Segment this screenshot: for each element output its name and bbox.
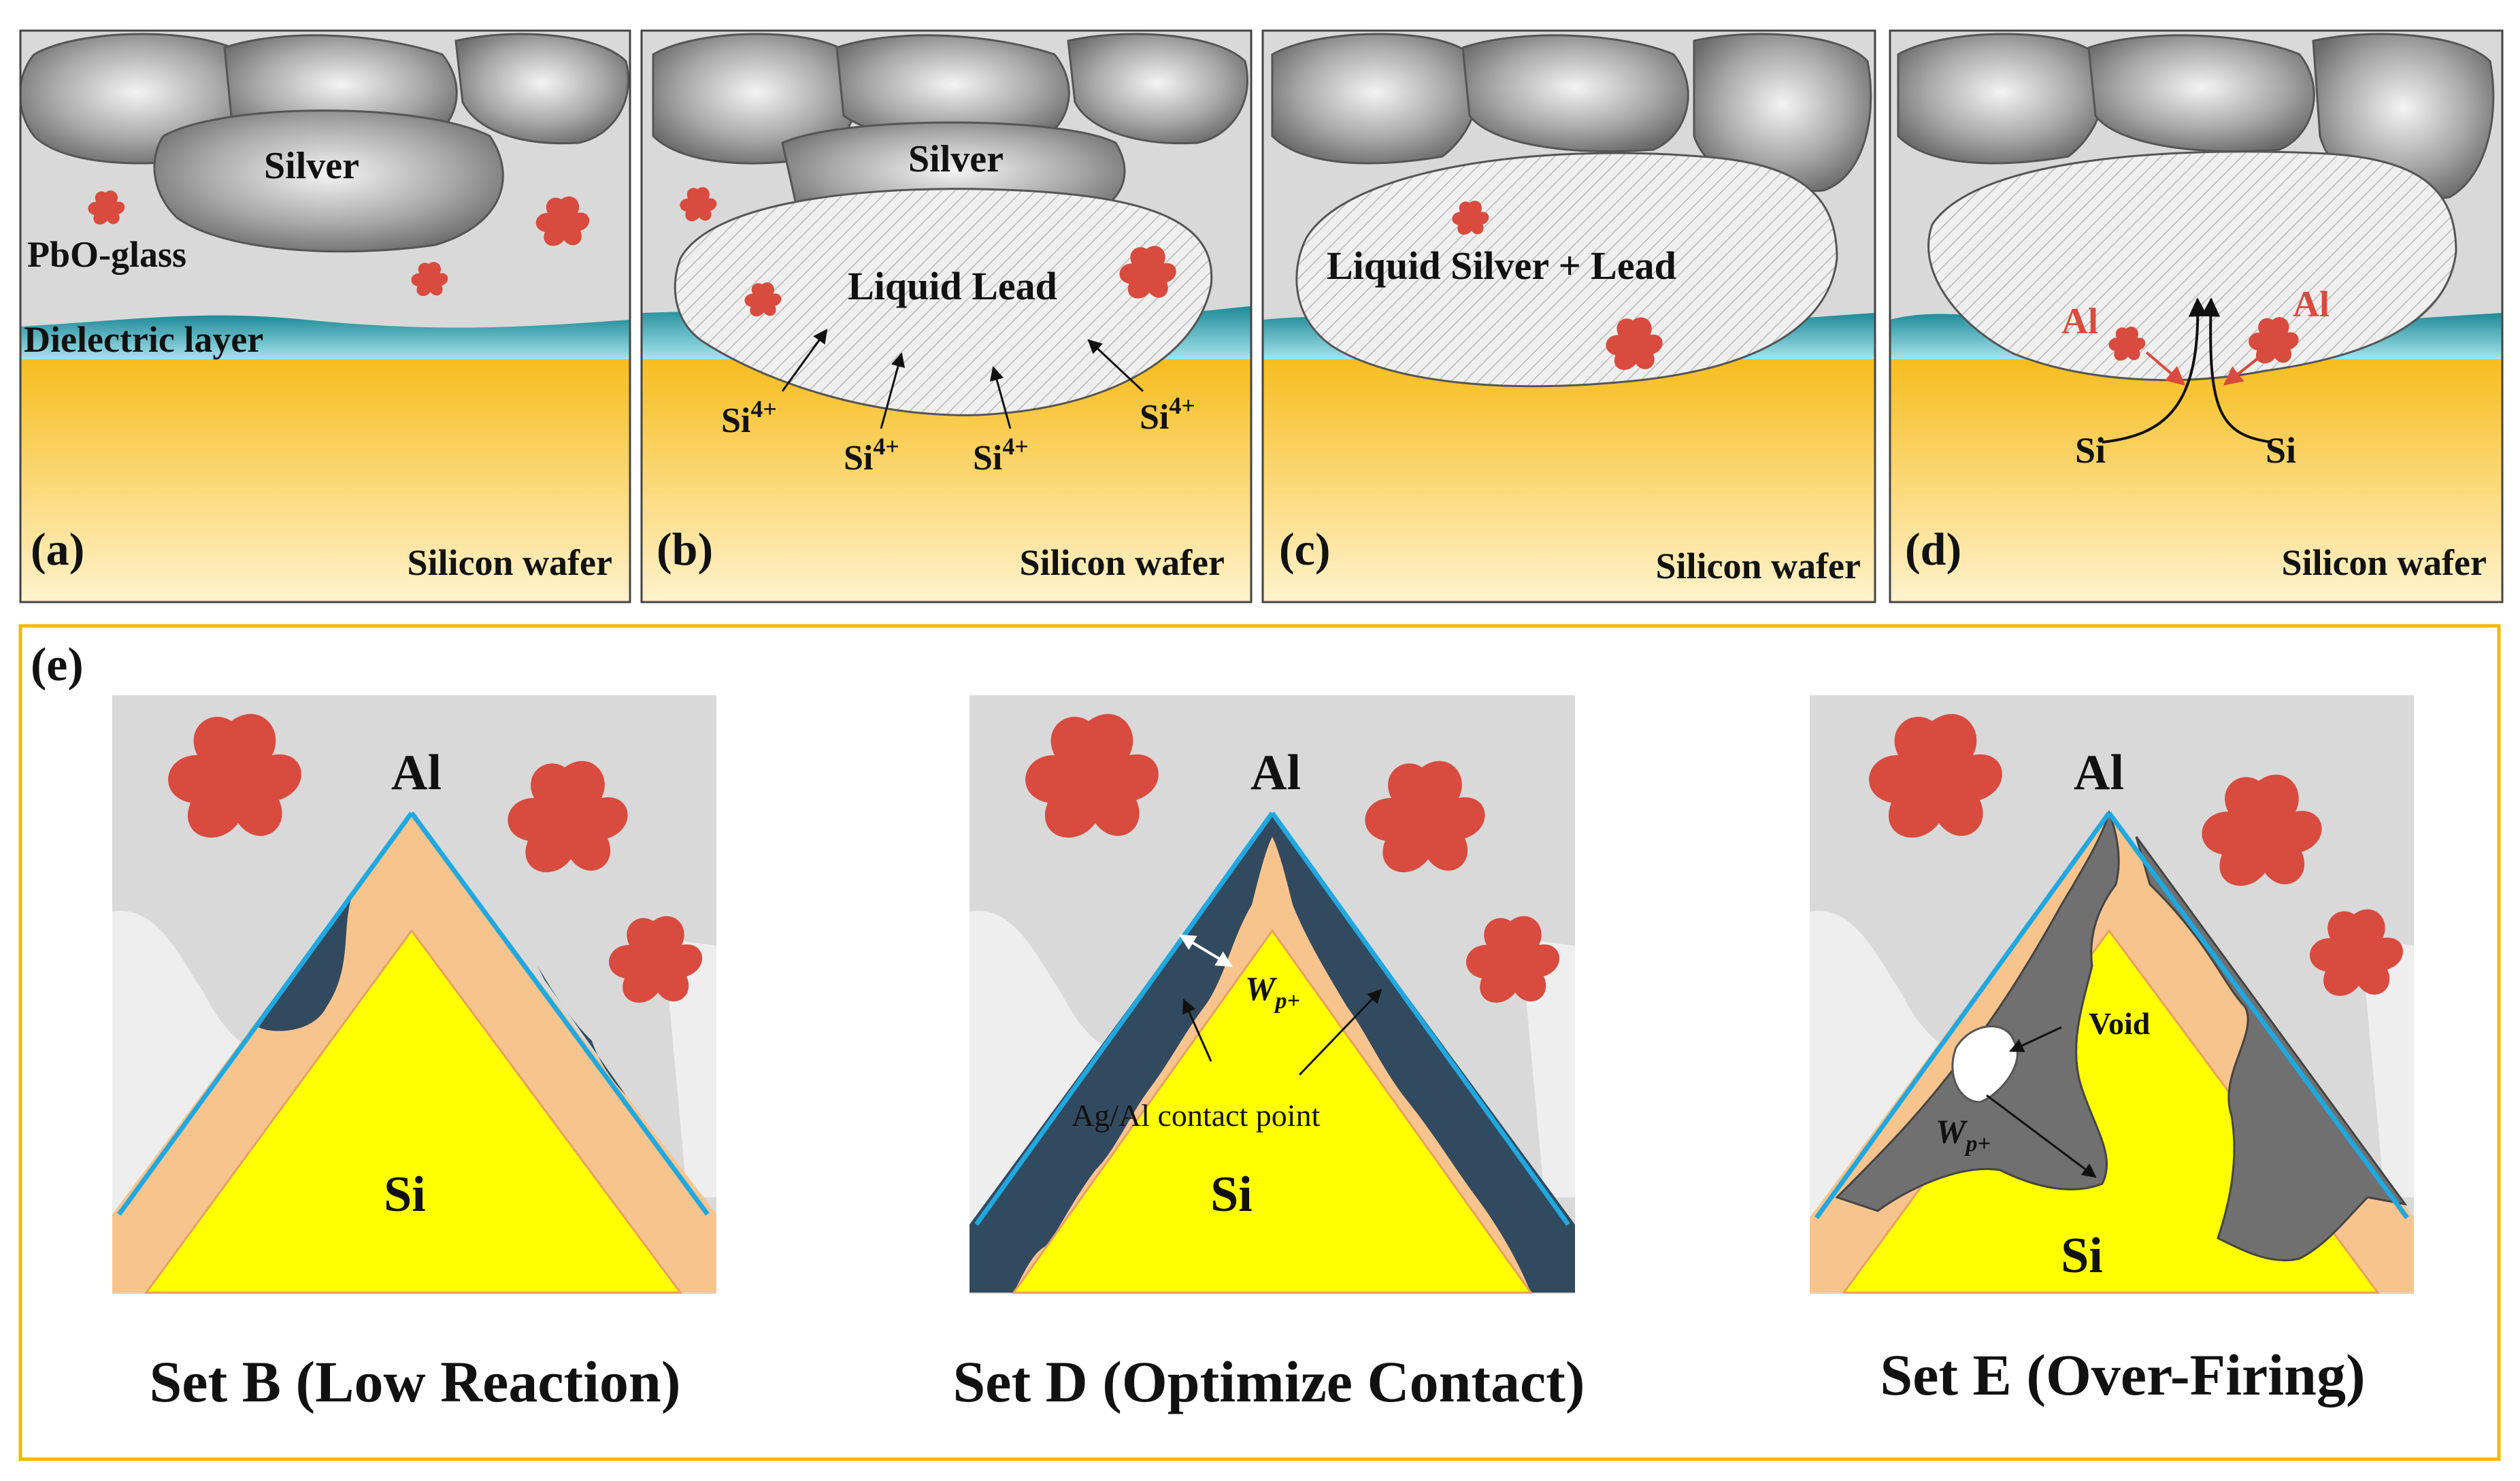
panel-letter: (c) — [1279, 523, 1330, 575]
panel-b: Silver Liquid Lead Si4+ Si4+ Si4+ Si4+ (… — [640, 29, 1253, 603]
set-e-diagram: Void Wp+ Al Si — [1810, 695, 2414, 1294]
lead-label: Liquid Silver + Lead — [1327, 244, 1676, 288]
diffusion-arrows — [2102, 297, 2273, 444]
panel-letter: (e) — [31, 639, 84, 691]
si-label: Si — [2075, 430, 2106, 471]
void-label: Void — [2089, 1006, 2151, 1041]
panel-e: (e) Al Si Set B (Low Reaction) — [18, 624, 2501, 1461]
glass-label: PbO-glass — [27, 234, 186, 275]
si-ion-label: Si4+ — [721, 395, 777, 440]
lead-label: Liquid Lead — [848, 264, 1057, 308]
silver-particle-icon — [20, 33, 629, 253]
contact-point-label: Ag/Al contact point — [1072, 1098, 1321, 1133]
wafer-label: Silicon wafer — [408, 542, 612, 583]
si-ion-label: Si4+ — [1140, 392, 1195, 437]
silver-label: Silver — [264, 145, 359, 187]
width-label: Wp+ — [1245, 969, 1300, 1014]
silver-particle-icon — [1271, 33, 1872, 193]
panel-a: Silver PbO-glass Dielectric layer (a) Si… — [19, 29, 631, 603]
wafer-label: Silicon wafer — [2282, 542, 2487, 583]
dielectric-label: Dielectric layer — [24, 319, 263, 360]
al-label: Al — [1250, 745, 1301, 801]
wafer-label: Silicon wafer — [1656, 546, 1861, 586]
si-label: Si — [384, 1167, 426, 1222]
wafer-label: Silicon wafer — [1020, 542, 1225, 583]
set-d-diagram: Wp+ Ag/Al contact point Al Si — [969, 695, 1575, 1294]
si-label: Si — [1210, 1167, 1253, 1222]
set-b-caption: Set B (Low Reaction) — [149, 1349, 680, 1414]
panel-letter: (d) — [1905, 523, 1961, 575]
al-label: Al — [2061, 301, 2098, 342]
al-label: Al — [2074, 745, 2124, 801]
al-label: Al — [2293, 284, 2330, 325]
panel-letter: (a) — [31, 523, 84, 575]
silver-label: Silver — [908, 138, 1004, 180]
panel-d: Al Al Si Si (d) Silicon wafer — [1889, 29, 2504, 603]
set-d-caption: Set D (Optimize Contact) — [952, 1349, 1585, 1414]
width-label: Wp+ — [1936, 1112, 1991, 1156]
panel-c: Liquid Silver + Lead (c) Silicon wafer — [1261, 29, 1876, 603]
set-e-caption: Set E (Over-Firing) — [1880, 1342, 2365, 1408]
al-label: Al — [391, 745, 442, 801]
si-ion-arrows — [781, 329, 1144, 429]
panel-letter: (b) — [657, 523, 713, 575]
si-ion-label: Si4+ — [844, 433, 899, 478]
si-ion-label: Si4+ — [973, 433, 1029, 478]
si-label: Si — [2266, 430, 2296, 471]
si-label: Si — [2061, 1228, 2103, 1284]
set-b-diagram: Al Si — [112, 695, 716, 1294]
